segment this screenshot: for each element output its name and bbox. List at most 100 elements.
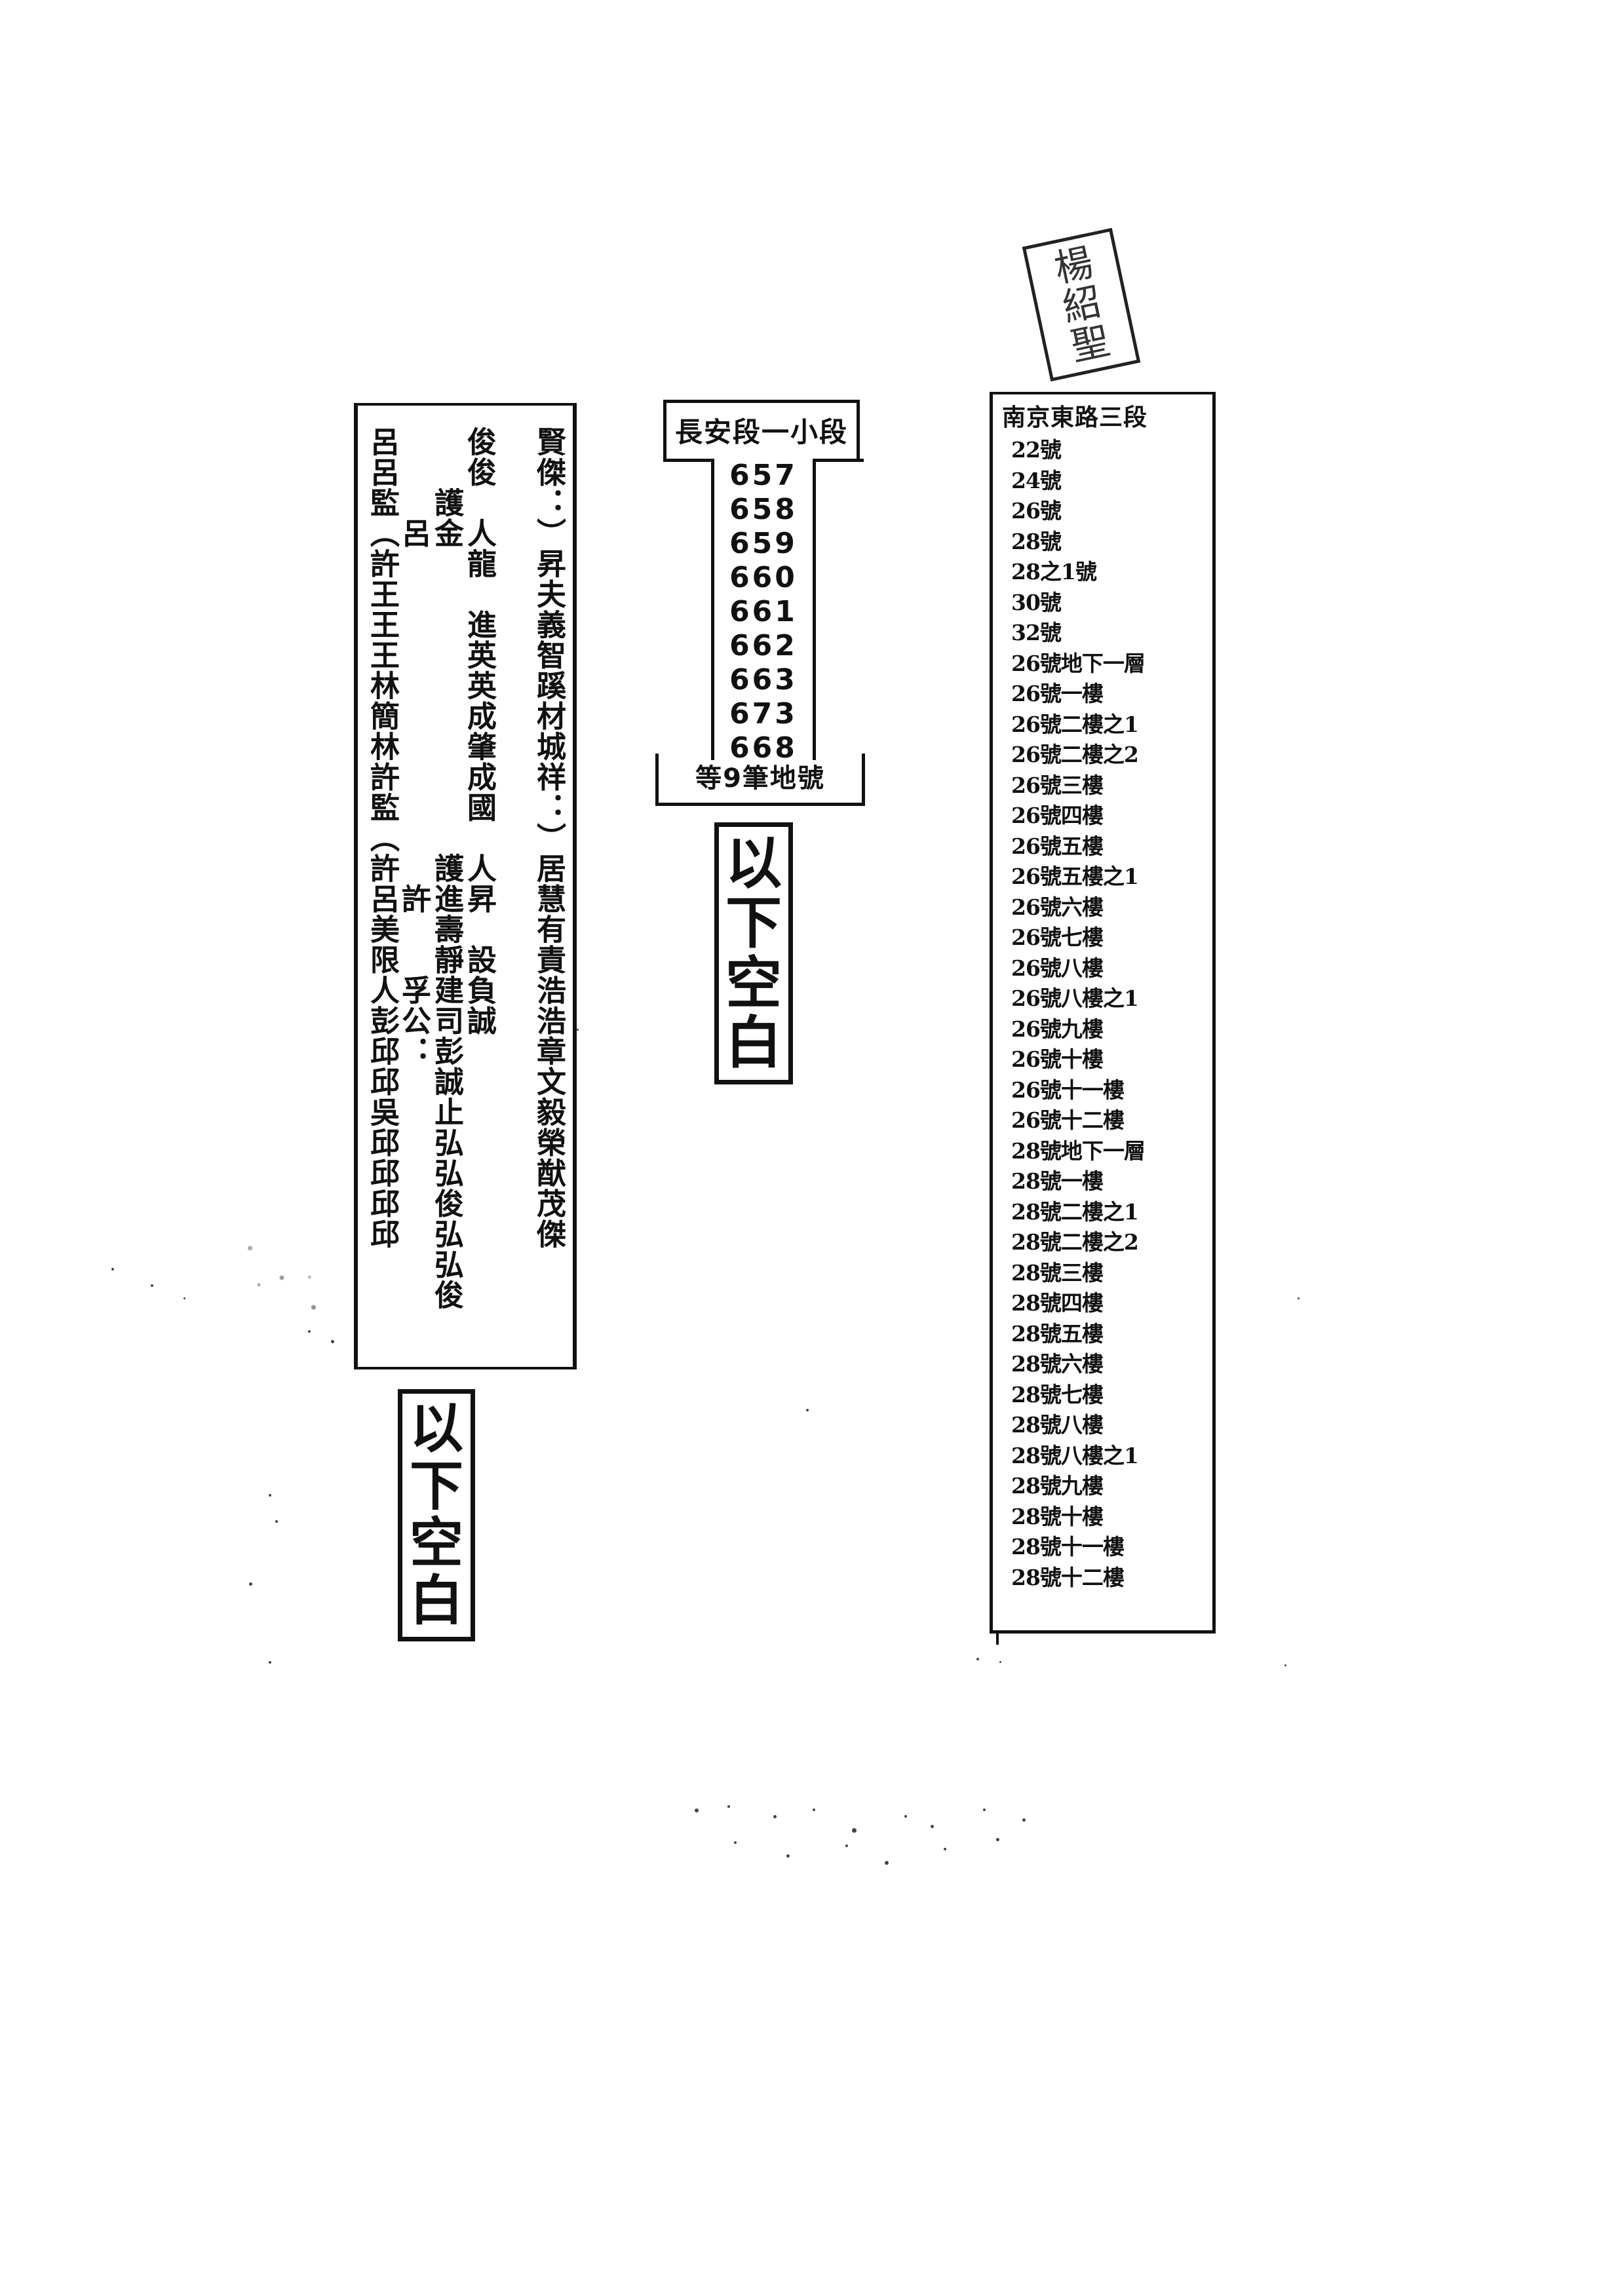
address-row: 26號七樓: [1011, 925, 1104, 950]
scan-speck: [845, 1845, 848, 1847]
stamp-char: 空: [725, 950, 782, 1016]
address-row: 26號地下一層: [1011, 650, 1146, 676]
address-row: 26號六樓: [1011, 894, 1104, 920]
blank-below-stamp: 以 下 空 白: [714, 822, 793, 1084]
scan-speck: [734, 1841, 737, 1844]
scan-speck: [111, 1268, 114, 1271]
stamp-char: 以: [725, 830, 782, 896]
address-row: 28號十二樓: [1011, 1564, 1125, 1590]
scan-speck: [806, 1409, 809, 1411]
lot-number: 662: [729, 629, 798, 662]
owners-column: 賢傑：）昇夫義智蹊材城祥：）居慧有責浩浩章文毅榮猷茂傑: [531, 427, 566, 1250]
scan-speck: [976, 1658, 979, 1660]
address-row: 28號六樓: [1011, 1351, 1104, 1377]
divider: [663, 459, 714, 462]
scan-speck: [786, 1854, 790, 1858]
name-seal-stamp: 楊 紹 聖: [1022, 227, 1141, 382]
address-row: 28號一樓: [1011, 1168, 1104, 1194]
scan-speck: [773, 1815, 777, 1818]
lot-number-list: 657 658 659 660 661 662 663 673 668: [711, 459, 816, 765]
address-row: 28號十一樓: [1011, 1534, 1125, 1559]
scan-speck: [269, 1661, 271, 1664]
scan-speck: [904, 1815, 907, 1818]
address-row: 26號: [1011, 498, 1062, 524]
address-row: 26號五樓之1: [1011, 864, 1139, 889]
address-row: 28號: [1011, 528, 1062, 554]
scan-speck: [151, 1284, 153, 1287]
address-row: 28號三樓: [1011, 1259, 1104, 1286]
lot-number: 673: [729, 697, 798, 731]
owners-column: 呂 許 孚公：: [396, 427, 431, 1067]
address-row: 26號五樓: [1011, 833, 1104, 859]
address-row: 28號九樓: [1011, 1473, 1104, 1499]
land-section-title: 長安段一小段: [663, 400, 860, 462]
scan-speck: [249, 1582, 252, 1586]
scan-speck: [1022, 1818, 1026, 1822]
lot-number: 668: [729, 731, 798, 765]
address-row: 26號十一樓: [1011, 1077, 1125, 1103]
divider: [996, 1632, 999, 1645]
address-row: 30號: [1011, 589, 1062, 615]
stamp-char: 下: [409, 1455, 463, 1518]
address-row: 28號五樓: [1011, 1320, 1104, 1347]
scan-speck: [944, 1848, 946, 1850]
blank-below-stamp: 以 下 空 白: [398, 1389, 475, 1641]
scan-speck: [813, 1808, 815, 1811]
address-row: 26號一樓: [1011, 681, 1104, 706]
address-row: 28號八樓之1: [1011, 1442, 1139, 1468]
scan-speck: [308, 1330, 311, 1333]
address-row: 28號地下一層: [1011, 1138, 1146, 1164]
address-list-header: 南京東路三段: [1002, 404, 1148, 431]
scan-speck: [577, 1029, 579, 1031]
address-row: 26號二樓之1: [1011, 711, 1139, 737]
scan-speck: [727, 1805, 730, 1808]
address-row: 28號四樓: [1011, 1290, 1104, 1316]
address-row: 26號九樓: [1011, 1016, 1104, 1042]
lot-number: 658: [729, 493, 798, 526]
address-row: 28號十樓: [1011, 1503, 1104, 1529]
scan-speck: [183, 1297, 185, 1299]
stamp-char: 白: [725, 1010, 782, 1077]
address-row: 26號十二樓: [1011, 1107, 1125, 1133]
address-row: 24號: [1011, 467, 1062, 493]
scan-speck: [999, 1661, 1001, 1663]
lot-number: 657: [729, 459, 798, 492]
address-row: 28之1號: [1011, 559, 1097, 584]
scan-speck: [269, 1494, 271, 1497]
lot-number: 663: [729, 663, 798, 697]
scan-speck: [331, 1340, 334, 1343]
scan-speck: [1284, 1664, 1286, 1666]
owners-list-block: 賢傑：）昇夫義智蹊材城祥：）居慧有責浩浩章文毅榮猷茂傑 俊俊 人龍 進英英成肇成…: [354, 403, 577, 1369]
stamp-char: 下: [725, 890, 782, 957]
scan-speck: [1298, 1297, 1300, 1299]
scan-speck: [885, 1861, 889, 1865]
lot-number: 661: [729, 595, 798, 628]
address-row: 26號八樓之1: [1011, 985, 1139, 1011]
address-row: 28號二樓之2: [1011, 1229, 1139, 1255]
address-row: 26號十樓: [1011, 1046, 1104, 1072]
scan-speck: [931, 1825, 934, 1828]
address-row: 26號八樓: [1011, 955, 1104, 981]
lot-number: 659: [729, 527, 798, 560]
owners-column: 俊俊 人龍 進英英成肇成國 人昇 設負誠: [462, 427, 497, 1036]
divider: [813, 459, 864, 462]
scan-speck: [996, 1838, 999, 1841]
address-row: 32號: [1011, 620, 1062, 645]
address-row: 26號二樓之2: [1011, 742, 1139, 767]
lot-number: 660: [729, 561, 798, 594]
scan-smudge: [205, 1214, 358, 1342]
seal-char: 聖: [1067, 318, 1113, 370]
scan-speck: [695, 1808, 699, 1812]
stamp-char: 以: [409, 1397, 463, 1460]
address-row: 28號二樓之1: [1011, 1198, 1139, 1225]
owners-column: 呂呂監（許王王王林簡林許監（許呂美限人彭邱邱吳邱邱邱邱: [365, 427, 400, 1250]
address-row: 28號七樓: [1011, 1381, 1104, 1407]
divider: [990, 1630, 1216, 1634]
stamp-char: 白: [409, 1570, 463, 1633]
stamp-char: 空: [409, 1512, 463, 1575]
address-row: 28號八樓: [1011, 1412, 1104, 1438]
scan-speck: [852, 1828, 857, 1833]
address-row: 26號四樓: [1011, 803, 1104, 828]
